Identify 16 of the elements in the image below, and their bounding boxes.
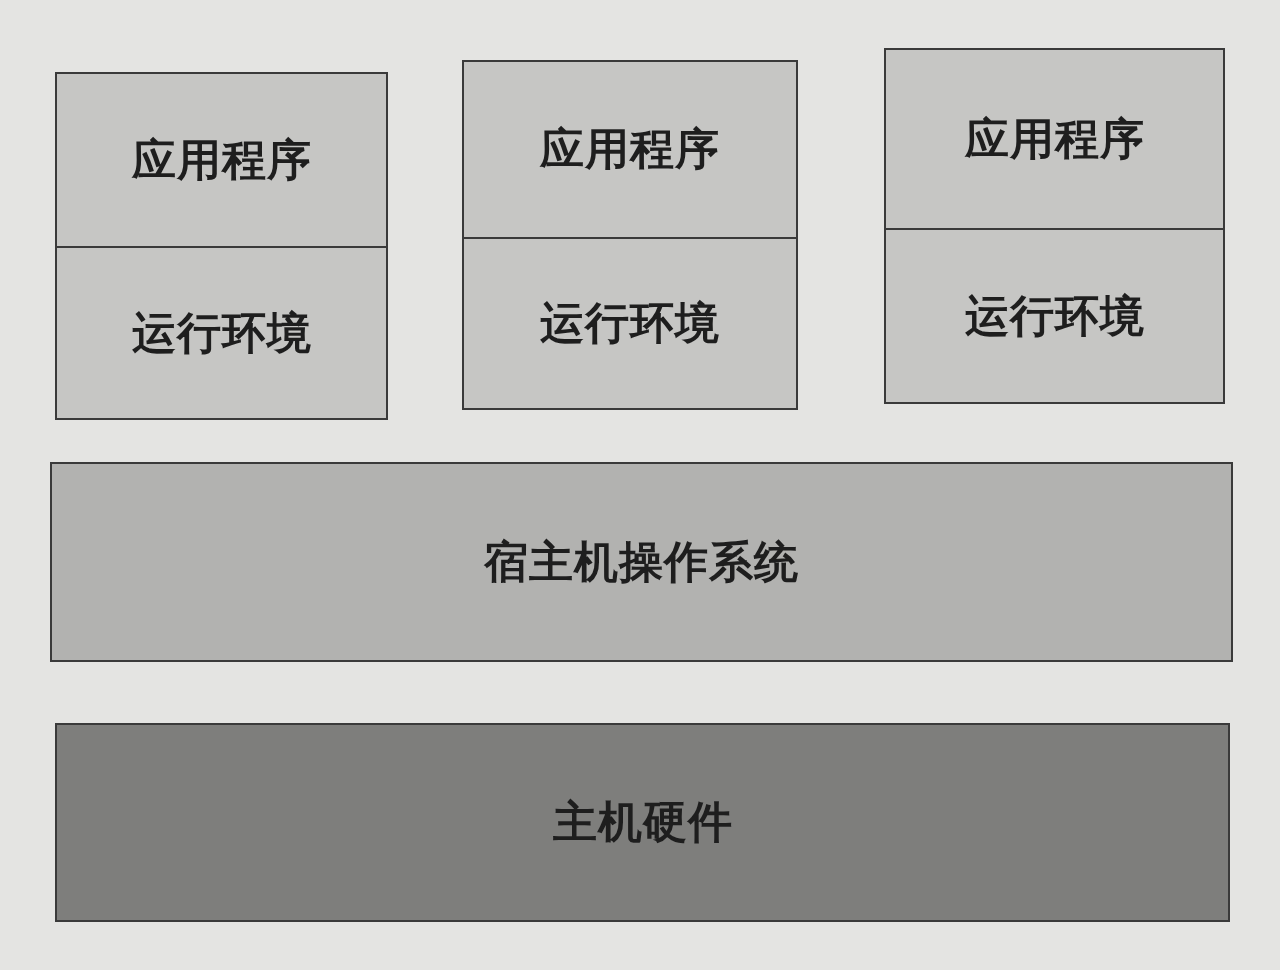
layer-box	[884, 228, 1225, 404]
layer-label: 应用程序	[540, 122, 720, 176]
layer-box	[55, 72, 388, 248]
layer-box	[55, 246, 388, 420]
hardware-layer-bar	[55, 723, 1230, 922]
layer-label: 应用程序	[131, 132, 312, 187]
layer-label: 运行环境	[540, 296, 720, 350]
layer-label: 应用程序	[964, 111, 1145, 166]
layer-box	[462, 60, 798, 239]
layer-label: 运行环境	[964, 288, 1145, 343]
layer-label: 主机硬件	[552, 795, 733, 849]
os-layer-bar	[50, 462, 1233, 662]
layer-box	[884, 48, 1225, 230]
layer-box	[462, 237, 798, 410]
layer-label: 宿主机操作系统	[484, 534, 799, 589]
layer-label: 运行环境	[131, 305, 312, 360]
